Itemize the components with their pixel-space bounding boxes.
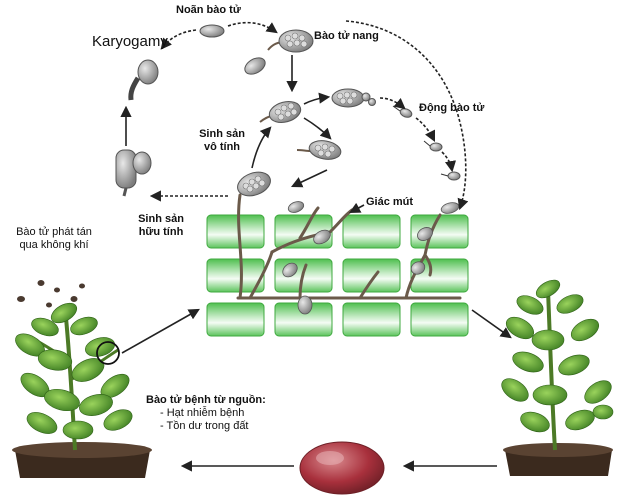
- label-airborne: Bào tử phát tán qua không khí: [6, 226, 102, 252]
- label-airborne-line1: Bào tử phát tán: [16, 226, 92, 238]
- label-zoospore: Động bào tử: [419, 102, 485, 114]
- airborne-spores: [17, 280, 85, 308]
- oospore-spore: [199, 24, 225, 38]
- label-asexual: Sinh sản vô tính: [194, 128, 250, 154]
- infected-tuber: [299, 441, 385, 495]
- label-airborne-line2: qua không khí: [19, 239, 89, 251]
- label-sporangium: Bào tử nang: [314, 30, 379, 42]
- label-sexual: Sinh sản hữu tính: [133, 213, 189, 239]
- label-asexual-line2: vô tính: [203, 141, 241, 153]
- infected-plant-left: [12, 302, 152, 478]
- label-oospore: Noãn bào tử: [176, 4, 241, 16]
- haustoria: [282, 201, 460, 315]
- label-sources: Bào tử bệnh từ nguồn: - Hạt nhiễm bệnh -…: [146, 394, 266, 433]
- sporangium-middle: [259, 100, 302, 124]
- label-source-soil: - Tồn dư trong đất: [160, 420, 249, 432]
- gametangia: [115, 149, 152, 197]
- karyogamy-structure: [128, 59, 159, 101]
- label-sexual-line2: hữu tính: [138, 226, 184, 238]
- label-sources-title: Bào tử bệnh từ nguồn:: [146, 394, 266, 406]
- sporangium-releasing: [331, 88, 376, 108]
- zoom-circle: [96, 341, 120, 365]
- label-karyogamy: Karyogamy: [92, 33, 168, 50]
- label-asexual-line1: Sinh sản: [199, 128, 245, 140]
- healthy-plant-right: [501, 279, 614, 476]
- zoospores: [392, 105, 461, 181]
- hyphae-network: [236, 193, 462, 300]
- spore-released: [244, 57, 266, 75]
- label-haustorium: Giác mút: [366, 196, 414, 208]
- label-sexual-line1: Sinh sản: [138, 213, 184, 225]
- sporangium-on-hypha: [237, 171, 271, 197]
- label-source-seed: - Hạt nhiễm bệnh: [160, 407, 245, 419]
- cycle-arrows: [120, 20, 512, 472]
- sporangium-lower: [296, 140, 342, 160]
- sporangium-top: [267, 29, 314, 53]
